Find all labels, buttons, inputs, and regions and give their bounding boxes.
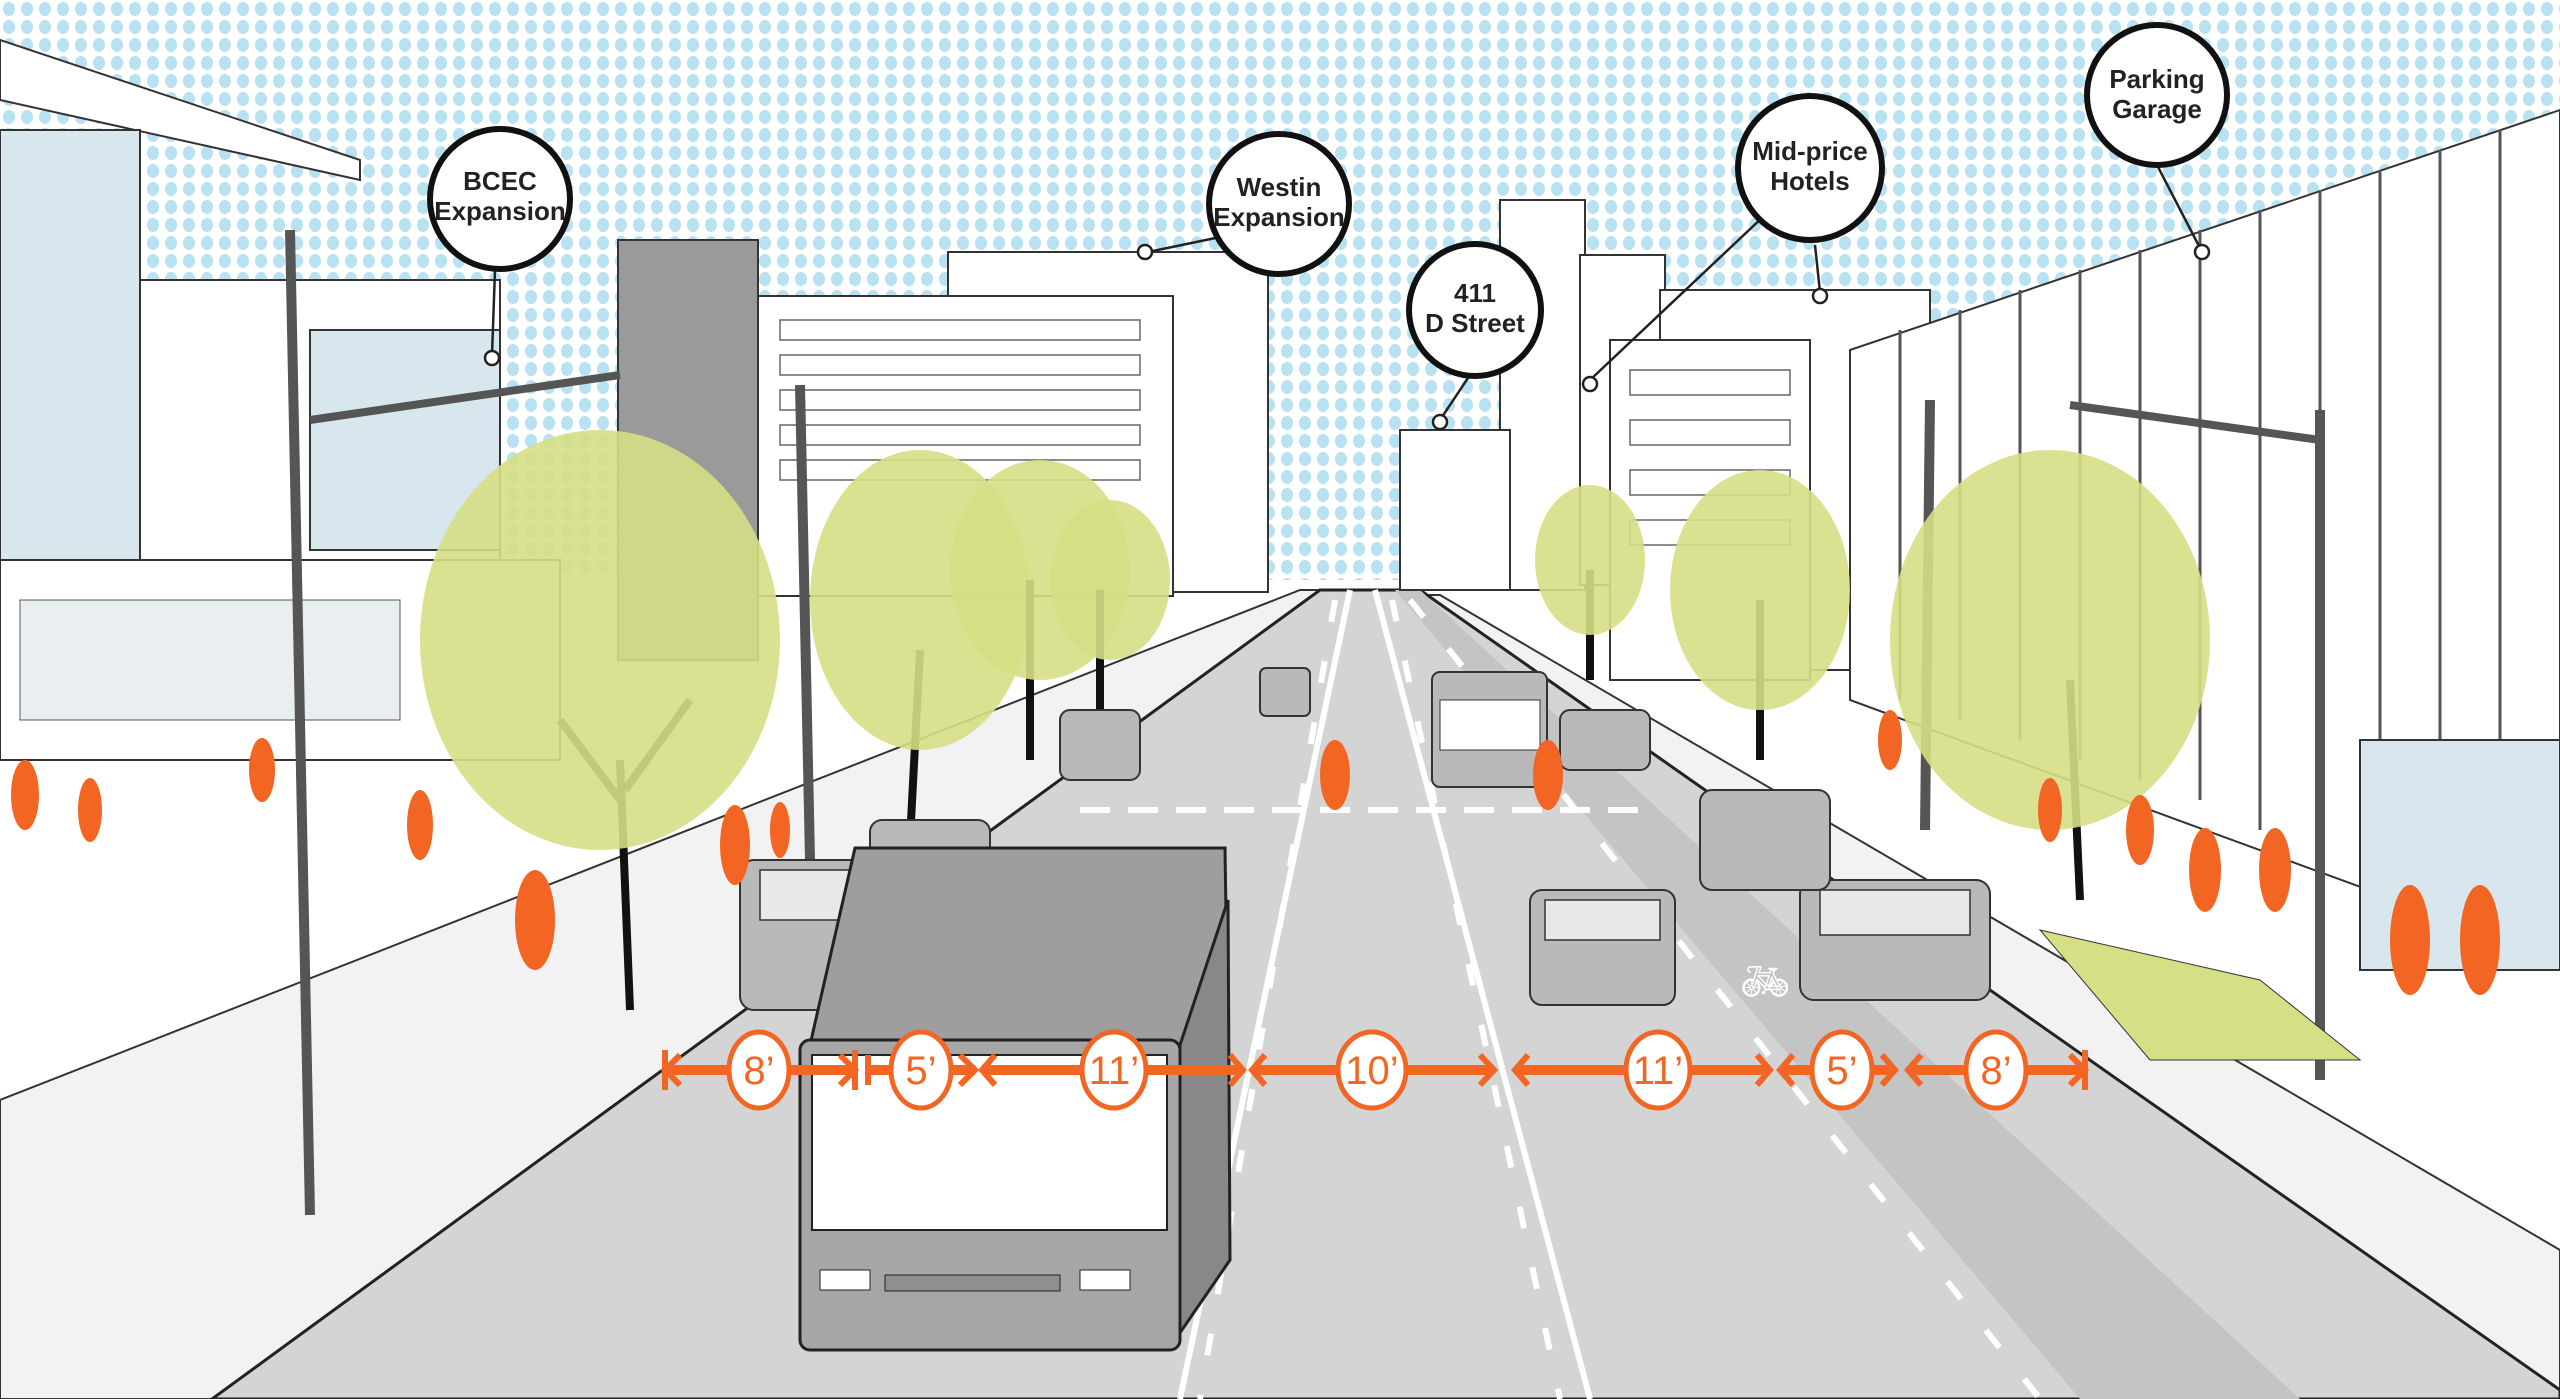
dimension-5ft-bike-left: 5’ [888,1029,954,1111]
dimension-label: 8’ [743,1049,774,1093]
dimension-11ft-travel-left: 11’ [1079,1029,1149,1111]
callout-line1: Westin [1237,172,1322,202]
callout-mid-price-hotels: Mid-price Hotels [1735,93,1885,243]
callout-line1: BCEC [463,166,537,196]
callout-bcec-expansion: BCEC Expansion [427,126,573,272]
callout-leaders [483,164,2211,431]
callout-line2: Garage [2112,94,2202,124]
bike-lane-dash [1407,598,2043,1399]
far-bus [1431,671,1548,788]
callout-line2: Expansion [434,196,565,226]
dimension-label: 5’ [905,1049,936,1093]
dimension-label: 11’ [1633,1049,1683,1093]
dimension-label: 10’ [1345,1049,1398,1093]
dimension-11ft-travel-right: 11’ [1623,1029,1693,1111]
bike-symbol-icon: 🚲︎ [1740,959,1791,1004]
dimension-8ft-parking-right: 8’ [1963,1029,2029,1111]
dimension-label: 11’ [1089,1049,1139,1093]
callout-411-d-street: 411 D Street [1406,241,1544,379]
callout-westin-expansion: Westin Expansion [1206,131,1352,277]
callout-line1: 411 [1454,278,1496,308]
callout-line2: Expansion [1213,202,1344,232]
lane-dash-left [1197,599,1338,1399]
pedestrians [11,710,2500,995]
parked-cars-right [1529,709,1991,1006]
dimension-8ft-parking-left: 8’ [726,1029,792,1111]
callout-line2: Hotels [1770,166,1849,196]
street-trees [420,430,2362,1061]
street-lights [285,229,2325,1216]
dimension-10ft-center: 10’ [1335,1029,1409,1111]
dimension-label: 5’ [1826,1049,1857,1093]
bus [798,846,1232,1352]
callout-line1: Mid-price [1752,136,1868,166]
callout-line2: D Street [1425,308,1525,338]
lane-dash-right [1389,599,1563,1399]
dimension-label: 8’ [1980,1049,2011,1093]
callout-parking-garage: Parking Garage [2084,22,2230,168]
callout-line1: Parking [2109,64,2204,94]
planter-grass [2038,929,2362,1061]
center-line-right [1372,589,1593,1399]
dimension-5ft-bike-right: 5’ [1809,1029,1875,1111]
